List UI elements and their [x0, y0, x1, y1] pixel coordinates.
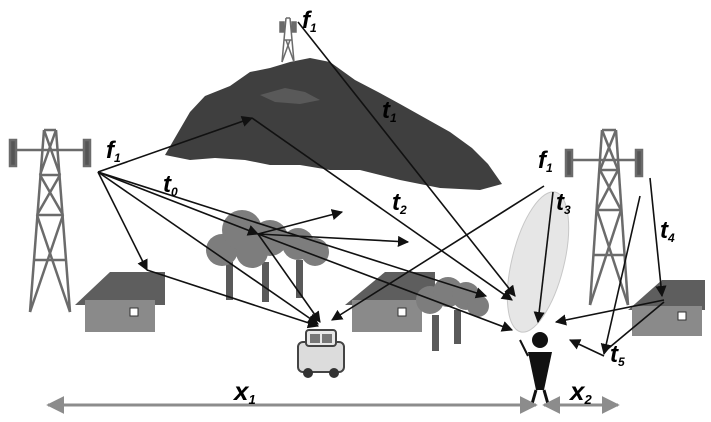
path-left-to-mountain [97, 116, 254, 173]
path-left-to-car [97, 171, 319, 325]
path-to-person-t5 [568, 339, 605, 357]
label-t1: t1 [382, 97, 397, 125]
trees-right [416, 277, 489, 351]
path-left-to-house [97, 171, 148, 272]
label-f1-left: f1 [106, 137, 121, 165]
path-top-to-person [297, 21, 516, 297]
propagation-paths [97, 21, 667, 357]
tower-right [564, 128, 644, 306]
antenna-beam [506, 191, 570, 333]
label-t2: t2 [392, 189, 407, 217]
house-right [628, 280, 705, 336]
car [297, 329, 345, 378]
label-t4: t4 [660, 217, 675, 245]
mountain [165, 58, 502, 190]
person [519, 332, 552, 405]
label-t3: t3 [556, 189, 571, 217]
path-right-tower-down [600, 195, 641, 356]
path-trees-up [257, 209, 344, 235]
label-f1-top: f1 [302, 7, 317, 35]
label-x2: x2 [568, 376, 592, 407]
path-trees-to-car [257, 233, 321, 323]
path-right-to-car [331, 185, 545, 321]
path-right-to-house [649, 177, 667, 298]
path-house-to-car [146, 269, 320, 329]
label-t5: t5 [610, 341, 625, 369]
path-left-to-trees [97, 171, 260, 236]
house-left [75, 272, 165, 332]
path-trees-to-middle [257, 233, 410, 248]
tower-top [279, 17, 297, 63]
tower-left [8, 128, 92, 313]
path-trees-to-person [257, 233, 514, 332]
path-mountain-to-person [251, 117, 513, 301]
label-t0: t0 [163, 171, 178, 199]
path-house-to-person [554, 299, 665, 326]
label-x1: x1 [232, 376, 256, 407]
path-house-to-t5 [603, 301, 665, 353]
path-right-to-person [533, 191, 554, 324]
path-left-to-person [97, 171, 488, 299]
label-f1-right: f1 [538, 147, 553, 175]
